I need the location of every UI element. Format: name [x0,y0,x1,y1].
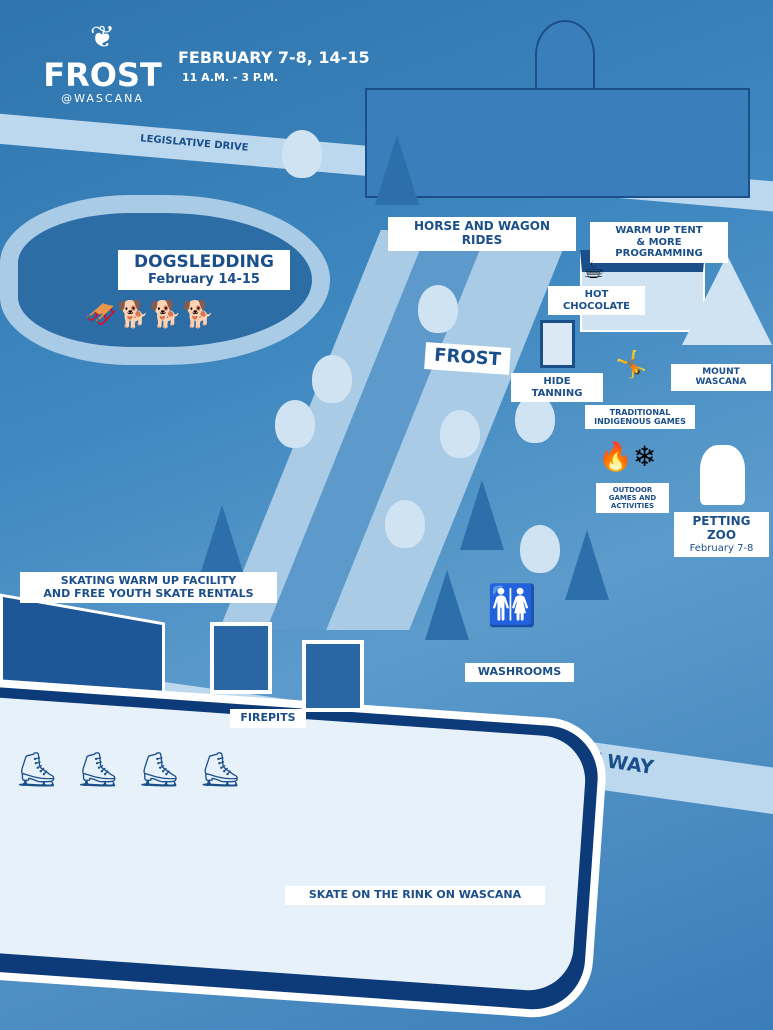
hide-frame-icon [540,320,575,368]
dogsledding-title: DOGSLEDDING [134,252,274,272]
mount-wascana-illustration [682,255,772,345]
frost-logo: ❦ FROST @WASCANA [40,18,165,105]
pine-tree [200,505,244,575]
dogsledding-dates: February 14-15 [148,271,260,287]
dogsled-icon: 🛷🐕🐕🐕 [85,300,215,330]
dancers-icon: 🤸 [615,350,648,380]
petting-zoo-dates: February 7-8 [689,542,754,554]
washroom-icon: 🚻 [487,583,537,629]
warm-up-tent-label[interactable]: WARM UP TENT & MORE PROGRAMMING [590,222,728,263]
logo-subtitle: @WASCANA [61,92,144,105]
warm-up-tent-line1: WARM UP TENT [615,225,703,236]
legislative-building [365,88,750,198]
event-dates: FEBRUARY 7-8, 14-15 [178,48,370,67]
campfire-icon: 🔥❄ [598,440,657,473]
tree [312,355,352,403]
hide-tanning-label[interactable]: HIDE TANNING [511,373,603,402]
rink-ice [0,697,589,994]
firepits-label[interactable]: FIREPITS [230,709,306,728]
warm-up-tent-line2: & MORE PROGRAMMING [615,236,703,260]
outdoor-games-line1: OUTDOOR [612,486,653,494]
mug-icon: ☕ [583,256,605,284]
logo-title: FROST [43,56,162,94]
pine-tree [565,530,609,600]
petting-zoo-label[interactable]: PETTING ZOO February 7-8 [674,512,769,558]
hot-chocolate-label[interactable]: HOT CHOCOLATE [548,286,645,315]
logo-feather-icon: ❦ [89,20,116,55]
tree [440,410,480,458]
indigenous-games-label[interactable]: TRADITIONAL INDIGENOUS GAMES [585,405,695,430]
tree [385,500,425,548]
tree [418,285,458,333]
mount-wascana-label[interactable]: MOUNT WASCANA [671,364,771,391]
tree [520,525,560,573]
skating-facility-line1: SKATING WARM UP FACILITY [60,574,237,587]
washrooms-label[interactable]: WASHROOMS [465,663,574,682]
firepit-icon [302,640,364,712]
tree [282,130,322,178]
outdoor-games-line2: GAMES AND ACTIVITIES [608,494,657,511]
skating-facility-label[interactable]: SKATING WARM UP FACILITY AND FREE YOUTH … [20,572,277,604]
pine-tree [375,135,419,205]
legislative-dome [535,20,595,90]
petting-zoo-title: PETTING ZOO [692,514,751,542]
skating-facility-line2: AND FREE YOUTH SKATE RENTALS [43,586,254,600]
tree [275,400,315,448]
skaters-illustration: ⛸⛸⛸⛸ [15,750,260,790]
alpaca-icon [700,445,745,505]
rink-label[interactable]: SKATE ON THE RINK ON WASCANA [285,886,545,905]
horse-wagon-rides-label[interactable]: HORSE AND WAGON RIDES [388,217,576,251]
pine-tree [460,480,504,550]
indigenous-games-line1: TRADITIONAL [609,408,671,417]
indigenous-games-line2: INDIGENOUS GAMES [594,417,686,427]
firepit-icon [210,622,272,694]
pine-tree [425,570,469,640]
tree [515,395,555,443]
dogsledding-label[interactable]: DOGSLEDDING February 14-15 [118,250,290,291]
outdoor-games-label[interactable]: OUTDOOR GAMES AND ACTIVITIES [596,483,669,514]
event-hours: 11 A.M. - 3 P.M. [182,71,279,84]
